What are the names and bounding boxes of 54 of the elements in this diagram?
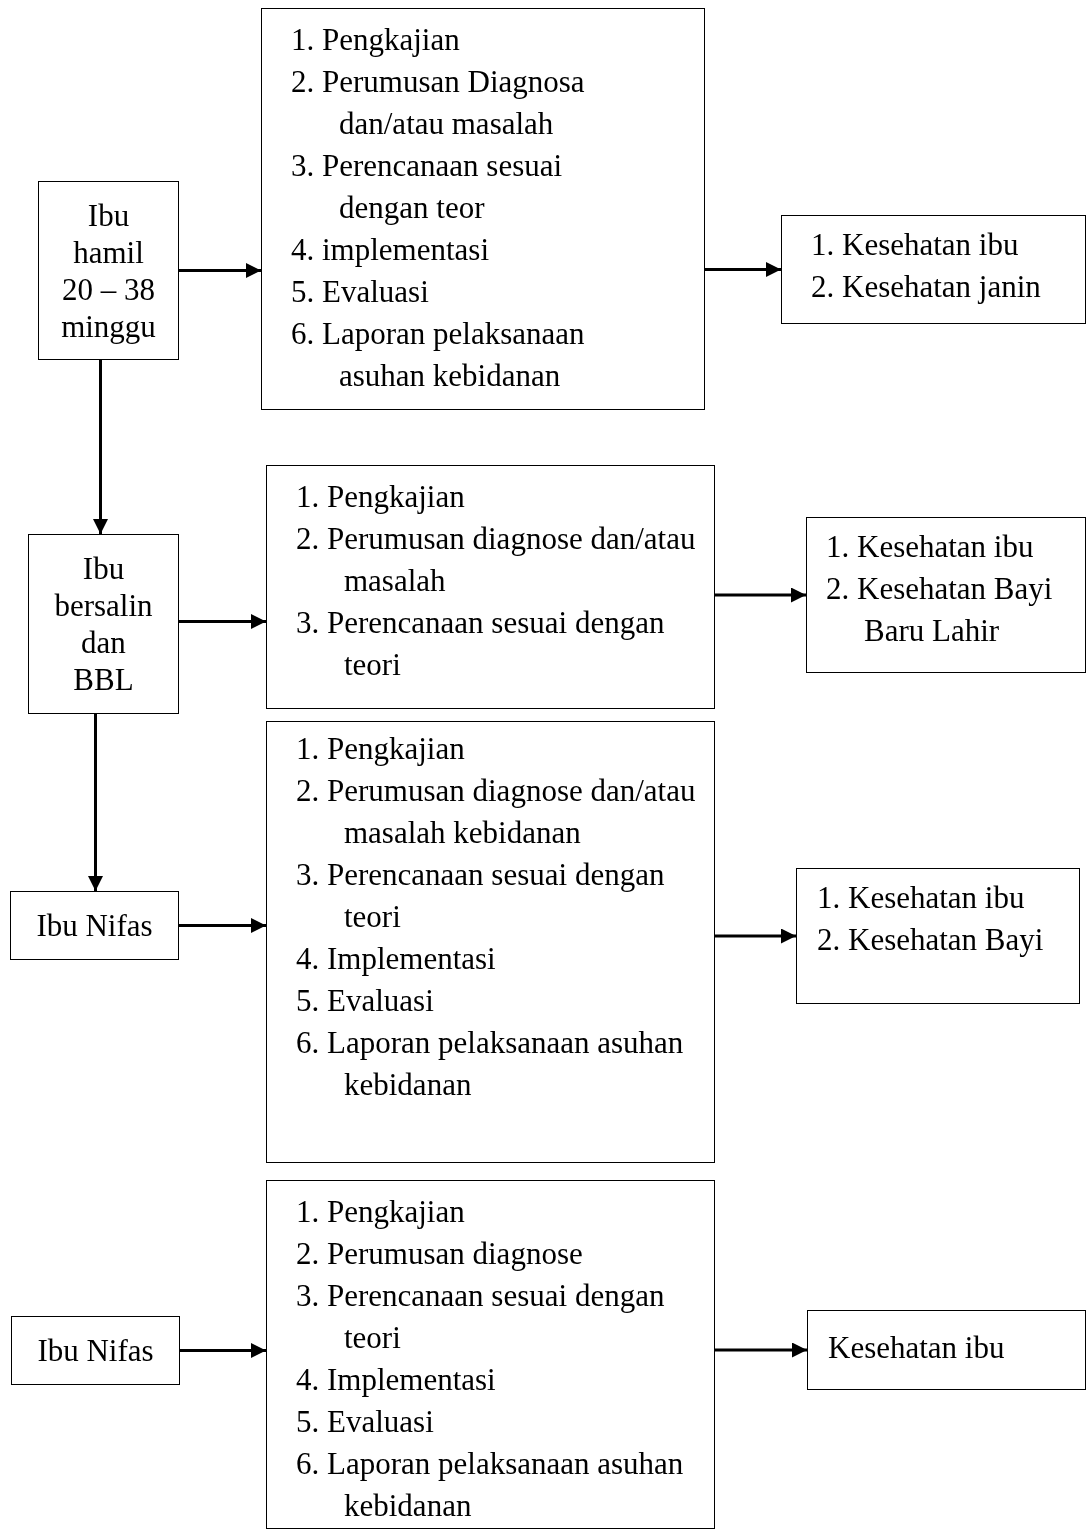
- list-item: 4. Implementasi: [296, 1361, 497, 1399]
- list-item: 1. Pengkajian: [296, 730, 466, 768]
- outcome-box: [781, 215, 1086, 324]
- stage-box: [28, 534, 179, 714]
- stage-box: [38, 181, 179, 360]
- arrow: [715, 1342, 807, 1358]
- stage-box: [11, 1316, 180, 1385]
- arrow: [715, 587, 806, 603]
- stage-label: Ibu bersalin dan BBL: [53, 550, 154, 698]
- list-item: 5. Evaluasi: [296, 982, 435, 1020]
- arrow: [180, 1343, 266, 1358]
- stage-label: Ibu Nifas: [35, 907, 154, 944]
- process-box: [266, 721, 715, 1163]
- arrow: [715, 928, 796, 944]
- outcome-box: [806, 517, 1086, 673]
- list-item: 1. Kesehatan ibu: [811, 226, 1020, 264]
- list-item: 2. Perumusan Diagnosa dan/atau masalah: [291, 63, 586, 143]
- arrow: [705, 262, 781, 277]
- arrow: [179, 918, 266, 933]
- list-item: 2. Perumusan diagnose: [296, 1235, 584, 1273]
- list-item: 2. Kesehatan Bayi: [817, 921, 1045, 959]
- stage-label: Ibu Nifas: [36, 1332, 155, 1369]
- list-item: 3. Perencanaan sesuai dengan teori: [296, 1277, 666, 1357]
- process-box: [266, 465, 715, 709]
- list-item: 2. Perumusan diagnose dan/atau masalah kebidanan: [296, 772, 697, 852]
- list-item: 2. Kesehatan janin: [811, 268, 1042, 306]
- list-item: 5. Evaluasi: [291, 273, 430, 311]
- arrow: [179, 614, 266, 629]
- stage-box: [10, 891, 179, 960]
- process-box: [261, 8, 705, 410]
- list-item: 1. Pengkajian: [296, 478, 466, 516]
- list-item: 4. implementasi: [291, 231, 491, 269]
- process-box: [266, 1180, 715, 1529]
- list-item: 5. Evaluasi: [296, 1403, 435, 1441]
- list-item: 3. Perencanaan sesuai dengan teori: [296, 604, 666, 684]
- arrow: [93, 360, 108, 534]
- arrow: [179, 263, 261, 278]
- list-item: 1. Kesehatan ibu: [826, 528, 1035, 566]
- list-item: 4. Implementasi: [296, 940, 497, 978]
- list-item: 3. Perencanaan sesuai dengan teori: [296, 856, 666, 936]
- list-item: 1. Pengkajian: [291, 21, 461, 59]
- list-item: 6. Laporan pelaksanaan asuhan kebidanan: [296, 1024, 685, 1104]
- list-item: 6. Laporan pelaksanaan asuhan kebidanan: [296, 1445, 685, 1525]
- stage-label: Kesehatan ibu: [828, 1329, 1006, 1367]
- arrow: [88, 714, 103, 891]
- outcome-box: [807, 1310, 1086, 1390]
- outcome-box: [796, 868, 1080, 1004]
- list-item: 6. Laporan pelaksanaan asuhan kebidanan: [291, 315, 586, 395]
- list-item: 2. Perumusan diagnose dan/atau masalah: [296, 520, 697, 600]
- stage-label: Ibu hamil 20 – 38 minggu: [60, 196, 157, 345]
- list-item: 3. Perencanaan sesuai dengan teor: [291, 147, 564, 227]
- list-item: 1. Kesehatan ibu: [817, 879, 1026, 917]
- list-item: 1. Pengkajian: [296, 1193, 466, 1231]
- list-item: 2. Kesehatan Bayi Baru Lahir: [826, 570, 1054, 650]
